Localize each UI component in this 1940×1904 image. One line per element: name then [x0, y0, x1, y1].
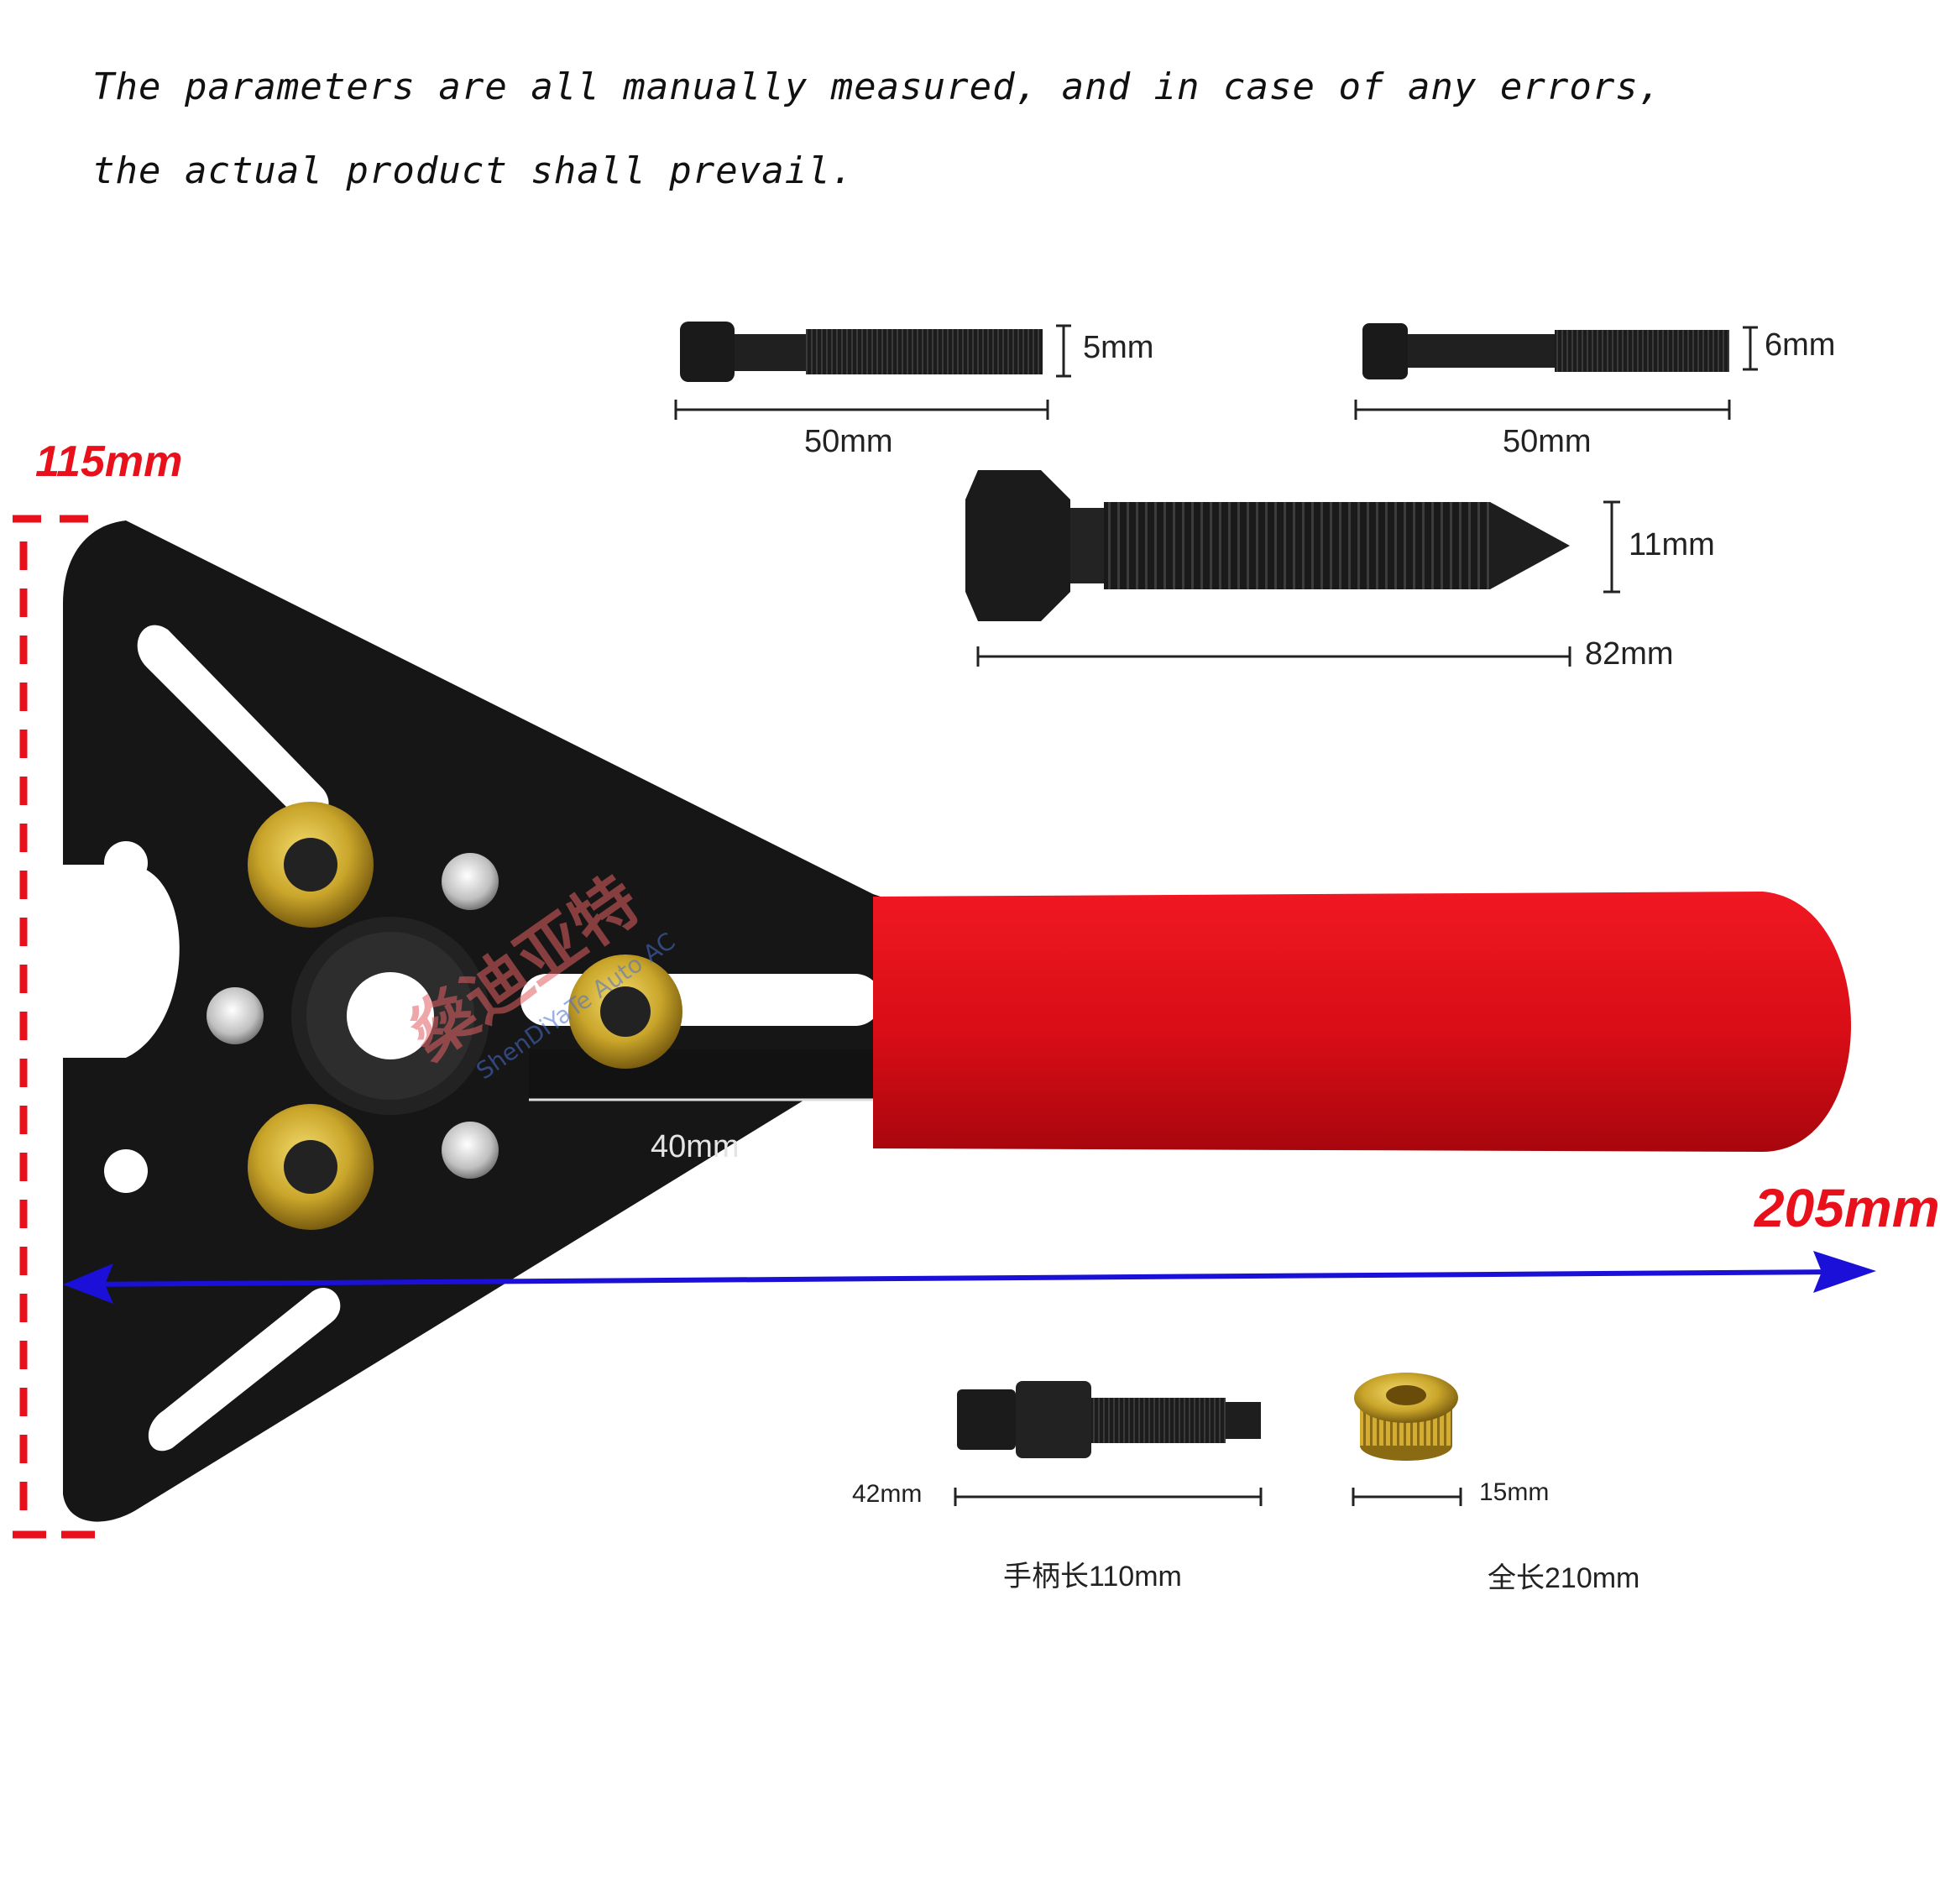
height-label: 115mm: [35, 437, 183, 486]
center-bolt-length-label: 82mm: [1585, 636, 1674, 672]
bolt2-diameter-label: 6mm: [1765, 327, 1836, 363]
bolt-5mm: [674, 322, 1071, 420]
nut-size-label: 15mm: [1479, 1478, 1550, 1506]
pin-length-label: 42mm: [852, 1480, 923, 1508]
bolt1-length-label: 50mm: [804, 424, 893, 459]
notice-line-1: The parameters are all manually measured…: [92, 65, 1662, 108]
center-bolt-diameter-label: 11mm: [1629, 527, 1715, 562]
pin-42mm: [954, 1381, 1263, 1506]
red-handle: [873, 892, 1851, 1152]
center-bolt: [965, 470, 1620, 667]
handle-length-label: 手柄长110mm: [1003, 1561, 1182, 1593]
length-label: 205mm: [1754, 1178, 1940, 1238]
total-length-label: 全长210mm: [1488, 1562, 1640, 1594]
length-arrow: [63, 1251, 1876, 1304]
puller-plate: [63, 520, 886, 1522]
height-dimension-line: [13, 515, 101, 1539]
brass-nut: [1352, 1373, 1462, 1506]
bolt-6mm: [1354, 323, 1758, 420]
bolt1-diameter-label: 5mm: [1083, 330, 1154, 365]
bolt2-length-label: 50mm: [1503, 424, 1592, 459]
notice-line-2: the actual product shall prevail.: [92, 149, 855, 192]
slot-length-label: 40mm: [651, 1129, 740, 1164]
